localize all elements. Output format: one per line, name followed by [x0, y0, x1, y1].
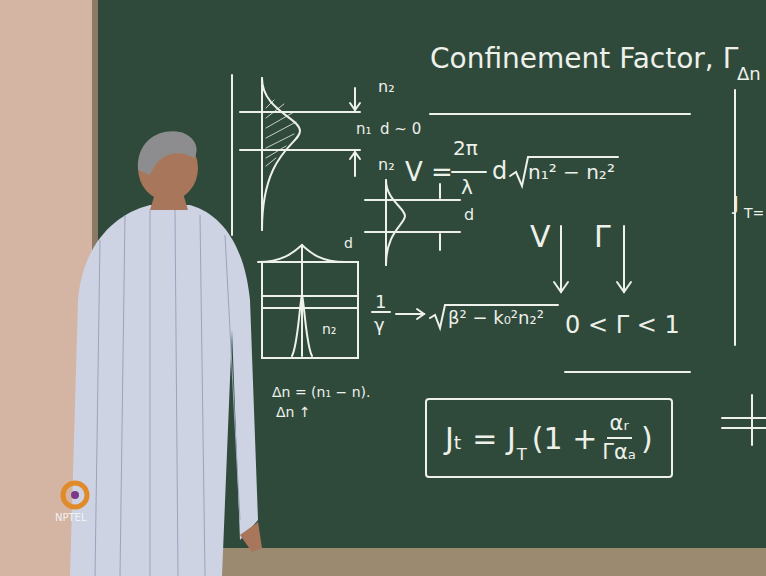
- profile-axis: [385, 180, 387, 265]
- hair: [138, 131, 197, 175]
- formula-text: n₁² − n₂²: [528, 161, 615, 183]
- board-note: T=: [744, 206, 764, 221]
- mode-profile: [292, 295, 312, 356]
- sketch-line: [751, 395, 753, 445]
- equation-denominator: Γαₐ: [602, 439, 636, 464]
- thickness-label: d ~ 0: [380, 121, 421, 138]
- nptel-logo: [63, 483, 87, 507]
- equation-text: Jₜ = J: [445, 422, 516, 455]
- shirt-stripes: [95, 210, 240, 576]
- sqrt-sign: [510, 157, 618, 186]
- trend-symbol: V: [530, 220, 551, 253]
- title-underline: [430, 113, 690, 115]
- index-label: n₂: [378, 78, 395, 96]
- divider-line: [734, 90, 736, 345]
- arrow-head: [350, 152, 360, 159]
- logo-dot: [71, 491, 79, 499]
- logo-text: NPTEL: [55, 512, 87, 523]
- board-note: J: [733, 192, 739, 214]
- equation-box: Jₜ = JT(1 +αᵣΓαₐ): [425, 398, 673, 478]
- equation-text: (1 +: [532, 422, 597, 455]
- fraction-bar: [452, 171, 486, 173]
- hand: [240, 522, 262, 552]
- underline: [565, 371, 690, 373]
- sqrt-sign: [430, 305, 558, 328]
- formula-text: 2π: [453, 137, 478, 159]
- equation-fraction: αᵣΓαₐ: [602, 412, 636, 464]
- index-label: n₂: [322, 322, 337, 337]
- dimension-arrow: [439, 234, 441, 250]
- formula-text: Δn = (n₁ − n).: [272, 385, 370, 400]
- formula-text: d: [492, 158, 507, 184]
- equation-text: ): [641, 422, 653, 455]
- thickness-label: d: [464, 206, 474, 224]
- board-title: Confinement Factor, Γ: [430, 44, 738, 75]
- formula-text: λ: [461, 176, 473, 198]
- index-label: n₁: [356, 121, 372, 138]
- equation-subscript: T: [517, 446, 527, 464]
- formula-text: V =: [405, 158, 453, 187]
- shirt: [70, 205, 258, 576]
- profile-axis: [261, 78, 263, 230]
- arrow-head: [617, 282, 631, 292]
- dimension-arrow: [354, 88, 356, 110]
- logo-ring: [63, 483, 87, 507]
- sketch-line: [722, 427, 766, 429]
- chalk-drawings: [232, 75, 766, 445]
- sketch-line: [722, 417, 766, 419]
- mode-profile: [262, 78, 300, 230]
- board-note: Δn: [737, 64, 761, 84]
- trend-symbol: Γ: [594, 220, 611, 253]
- down-arrow: [623, 226, 625, 292]
- hatching: [266, 100, 296, 166]
- down-arrow: [560, 226, 562, 292]
- dimension-arrow: [354, 152, 356, 176]
- arrow-head: [417, 309, 424, 319]
- formula-text: 1: [375, 292, 386, 312]
- core-boundary: [262, 307, 358, 309]
- thickness-label: d: [344, 236, 353, 251]
- core-boundary: [365, 231, 460, 233]
- waveguide-box: [262, 262, 358, 358]
- formula-text: Δn ↑: [276, 405, 311, 420]
- core-boundary: [240, 149, 360, 151]
- right-arrow: [396, 313, 424, 315]
- lecturer: [70, 131, 262, 576]
- core-boundary: [365, 199, 460, 201]
- equation-numerator: αᵣ: [607, 412, 632, 439]
- arrow-head: [350, 103, 360, 110]
- arrow-head: [554, 282, 568, 292]
- core-boundary: [262, 295, 358, 297]
- formula-text: β² − k₀²n₂²: [448, 308, 544, 328]
- core-boundary: [240, 111, 360, 113]
- mode-profile: [386, 180, 405, 265]
- formula-text: γ: [374, 315, 385, 335]
- divider-line: [231, 75, 233, 235]
- index-label: n₂: [378, 156, 395, 174]
- inequality: 0 < Γ < 1: [565, 312, 680, 338]
